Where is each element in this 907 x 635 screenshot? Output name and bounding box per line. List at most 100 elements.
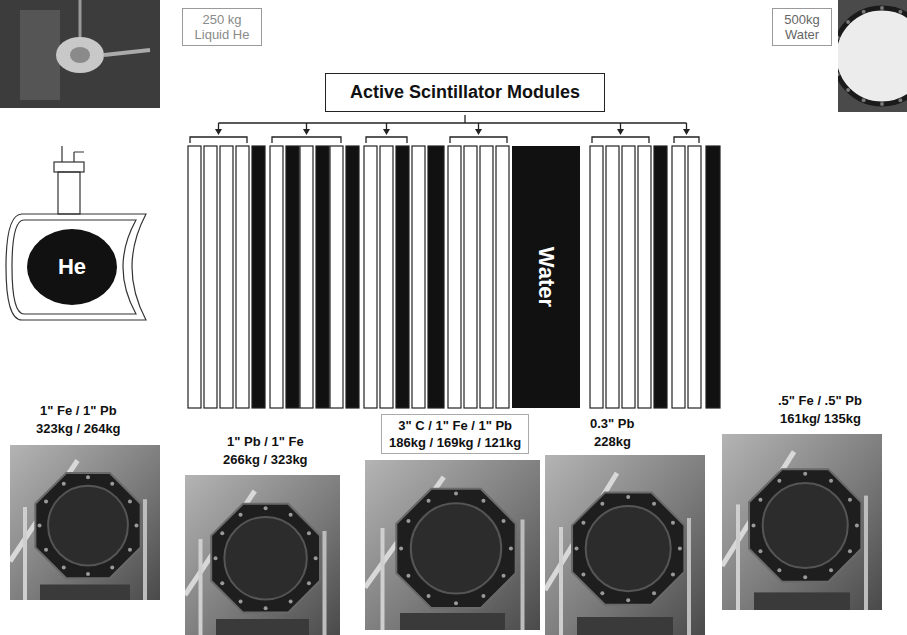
photo-detail — [454, 601, 458, 605]
photo-detail — [44, 548, 48, 552]
label-box: 500kg Water — [772, 8, 832, 46]
scintillator-plate — [480, 146, 493, 408]
photo-detail — [44, 499, 48, 503]
photo-detail — [803, 575, 807, 579]
photo-detail — [481, 594, 485, 598]
photo-detail — [502, 519, 506, 523]
photo-detail — [626, 598, 630, 602]
photo-detail — [838, 72, 840, 76]
photo-detail — [803, 472, 807, 476]
arrow-head — [617, 129, 624, 135]
absorber-plate — [428, 146, 444, 408]
absorber-plate — [654, 146, 667, 408]
photo-detail — [678, 547, 682, 551]
absorber-plate — [316, 146, 329, 408]
photo-detail — [581, 572, 585, 576]
photo-detail — [427, 594, 431, 598]
photo-detail — [128, 499, 132, 503]
scintillator-plate — [236, 146, 249, 408]
photo-detail — [62, 566, 66, 570]
photo-detail — [652, 502, 656, 506]
node-text: 250 kg Liquid He — [189, 12, 255, 42]
photo-detail — [626, 495, 630, 499]
photo-detail — [454, 491, 458, 495]
photo-detail — [600, 502, 604, 506]
photo-detail — [758, 549, 762, 553]
caption-text: 228kg — [594, 433, 631, 450]
photo-detail — [862, 98, 866, 102]
photo-detail — [502, 574, 506, 578]
photo-detail — [898, 10, 902, 14]
photo-detail — [38, 524, 42, 528]
caption-text: 266kg / 323kg — [223, 451, 308, 468]
photo-detail — [220, 531, 224, 535]
photo-detail — [898, 98, 902, 102]
scintillator-plate — [412, 146, 425, 408]
scintillator-plate — [300, 146, 313, 408]
photo-detail — [406, 574, 410, 578]
photo-detail — [600, 591, 604, 595]
ellipse-shape — [27, 229, 117, 305]
photo-detail — [671, 521, 675, 525]
node-text: He — [58, 254, 86, 280]
photo-detail — [880, 6, 884, 10]
photo-detail — [264, 606, 268, 610]
absorber-plate — [252, 146, 265, 408]
photo-detail — [581, 521, 585, 525]
arrow-line — [478, 123, 479, 130]
photo-detail — [399, 546, 403, 550]
arrow-line — [686, 123, 687, 130]
photo-detail — [880, 102, 884, 106]
caption-text: 161kg/ 135kg — [780, 410, 861, 427]
water-block: Water — [512, 146, 580, 408]
arrow-head — [383, 129, 390, 135]
scintillator-plate — [606, 146, 619, 408]
photo-detail — [652, 591, 656, 595]
photo-detail — [128, 548, 132, 552]
photo — [365, 460, 540, 630]
scintillator-plate — [204, 146, 217, 408]
photo-detail — [62, 482, 66, 486]
absorber-plate — [706, 146, 720, 408]
photo-detail — [134, 524, 138, 528]
group-bracket — [592, 137, 649, 143]
arrow-head — [215, 129, 222, 135]
group-bracket — [190, 137, 247, 143]
caption-text: 1" Fe / 1" Pb — [40, 402, 117, 419]
group-bracket — [674, 137, 699, 143]
photo-detail — [848, 498, 852, 502]
node-text: 500kg Water — [779, 12, 825, 42]
photo-detail — [671, 572, 675, 576]
photo-detail — [777, 568, 781, 572]
absorber-plate — [346, 146, 359, 408]
caption-text: .5" Fe / .5" Pb — [778, 392, 862, 409]
caption-text: 323kg / 264kg — [36, 420, 121, 437]
arrow-line — [306, 123, 307, 130]
photo-detail — [848, 549, 852, 553]
leader-line — [219, 122, 687, 123]
scintillator-plate — [330, 146, 343, 408]
scintillator-plate — [496, 146, 509, 408]
caption-text: 0.3" Pb — [590, 415, 634, 432]
photo-detail — [239, 513, 243, 517]
photo-detail — [829, 568, 833, 572]
node-text: Water — [533, 247, 559, 307]
photo-detail — [862, 10, 866, 14]
scintillator-plate — [622, 146, 635, 408]
label-box: 250 kg Liquid He — [182, 8, 262, 46]
photo-detail — [307, 581, 311, 585]
photo-detail — [406, 519, 410, 523]
photo-detail — [575, 547, 579, 551]
arrow-line — [386, 123, 387, 130]
photo-detail — [509, 546, 513, 550]
arrow-head — [683, 129, 690, 135]
photo — [545, 455, 705, 635]
photo-detail — [838, 36, 840, 40]
scintillator-plate — [188, 146, 201, 408]
scintillator-plate — [590, 146, 603, 408]
photo — [0, 0, 160, 108]
node-text: Active Scintillator Modules — [346, 82, 584, 103]
group-bracket — [272, 137, 341, 143]
photo-detail — [846, 20, 850, 24]
photo-detail — [314, 556, 318, 560]
